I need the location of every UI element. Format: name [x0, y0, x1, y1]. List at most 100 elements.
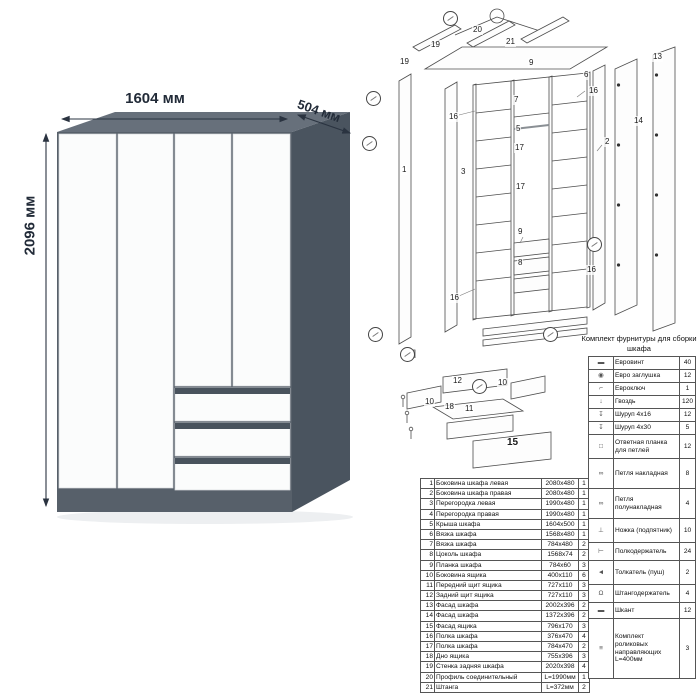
dowel-icon: ▬ [597, 606, 605, 614]
part-number: 4 [429, 510, 433, 518]
hardware-row: ⊥ Ножка (подпятник) 10 [589, 519, 695, 543]
hardware-name: Шуруп 4х16 [613, 409, 679, 421]
hardware-name: Штангодержатель [613, 585, 679, 602]
hardware-name: Ответная планка для петлей [613, 435, 679, 458]
part-size: 784х470 [541, 642, 578, 652]
part-number: 3 [429, 500, 433, 508]
part-name: Штанга [434, 682, 541, 692]
part-quantity: 1 [578, 672, 589, 682]
screw-icon: ↧ [598, 424, 604, 432]
part-quantity: 1 [578, 479, 589, 489]
height-dimension-label: 2096 мм [21, 195, 39, 256]
parts-list-row: 16 Полка шкафа 376х470 4 [421, 631, 589, 642]
parts-list-row: 2 Боковина шкафа правая 2080х480 1 [421, 489, 589, 500]
part-name: Профиль соединительный [434, 672, 541, 682]
nail-icon: ↓ [599, 398, 603, 406]
part-size: 1568х480 [541, 529, 578, 540]
part-size: 1372х396 [541, 611, 578, 621]
part-quantity: 3 [578, 621, 589, 631]
hardware-row: ⊢ Полкодержатель 24 [589, 543, 695, 561]
part-number: 17 [425, 643, 433, 650]
part-size: 784х60 [541, 560, 578, 570]
part-quantity: 1 [578, 489, 589, 499]
part-size: 376х470 [541, 631, 578, 641]
part-name: Планка шкафа [434, 560, 541, 570]
part-name: Перегородка левая [434, 499, 541, 509]
part-number: 10 [425, 571, 433, 579]
hardware-row: ∞ Петля полунакладная 4 [589, 489, 695, 519]
hardware-kit-table: ▬ Евровинт 40 ◉ Евро заглушка 12 ⌐ Еврок… [588, 356, 696, 679]
part-quantity: 3 [578, 560, 589, 570]
part-name: Задний щит ящика [434, 591, 541, 601]
hardware-row: ↧ Шуруп 4х30 5 [589, 422, 695, 435]
part-number: 13 [425, 602, 433, 610]
hardware-quantity: 2 [679, 561, 695, 584]
part-number: 8 [429, 551, 433, 559]
exploded-assembly-diagram [398, 8, 676, 469]
part-name: Полка шкафа [434, 631, 541, 641]
part-name: Вязка шкафа [434, 529, 541, 540]
hardware-row: ≡ Комплект роликовых направляющих L=400м… [589, 619, 695, 679]
part-quantity: 2 [578, 540, 589, 550]
hex-key-icon: ⌐ [599, 385, 603, 393]
part-number: 15 [425, 622, 433, 630]
part-name: Фасад шкафа [434, 601, 541, 611]
part-size: 1604х500 [541, 519, 578, 529]
part-name: Фасад шкафа [434, 611, 541, 621]
parts-list-row: 3 Перегородка левая 1990х480 1 [421, 499, 589, 510]
part-name: Цоколь шкафа [434, 550, 541, 560]
parts-list-row: 14 Фасад шкафа 1372х396 2 [421, 611, 589, 622]
shelf-pin-icon: ⊢ [598, 547, 604, 555]
parts-list-row: 10 Боковина ящика 400х110 6 [421, 570, 589, 581]
part-quantity: 1 [578, 509, 589, 519]
part-quantity: 1 [578, 529, 589, 540]
hardware-row: ▬ Евровинт 40 [589, 357, 695, 370]
hardware-row: □ Ответная планка для петлей 12 [589, 435, 695, 459]
half-overlay-hinge-icon: ∞ [598, 499, 604, 507]
part-quantity: 2 [578, 642, 589, 652]
parts-list-row: 20 Профиль соединительный L=1990мм 1 [421, 672, 589, 683]
overlay-hinge-icon: ∞ [598, 469, 604, 477]
part-number: 6 [429, 530, 433, 538]
hardware-quantity: 12 [679, 409, 695, 421]
part-size: 1990х480 [541, 509, 578, 519]
hardware-name: Гвоздь [613, 396, 679, 408]
part-quantity: 2 [578, 682, 589, 692]
part-size: 796х170 [541, 621, 578, 631]
hardware-row: ∞ Петля накладная 8 [589, 459, 695, 489]
hardware-name: Шкант [613, 603, 679, 618]
hardware-quantity: 40 [679, 357, 695, 369]
part-size: 2080х480 [541, 489, 578, 499]
hardware-quantity: 5 [679, 422, 695, 434]
parts-list-row: 9 Планка шкафа 784х60 3 [421, 560, 589, 571]
foot-icon: ⊥ [598, 526, 604, 534]
push-opener-icon: ◄ [597, 568, 605, 576]
confirmat-screw-icon: ▬ [597, 359, 605, 367]
part-size: 2080х480 [541, 479, 578, 489]
part-size: 727х110 [541, 591, 578, 601]
parts-list-row: 4 Перегородка правая 1990х480 1 [421, 509, 589, 520]
strike-plate-icon: □ [599, 442, 603, 450]
cap-icon: ◉ [598, 372, 604, 380]
hardware-quantity: 24 [679, 543, 695, 560]
parts-list-table: 1 Боковина шкафа левая 2080х480 1 2 Боко… [420, 478, 590, 693]
part-number: 11 [426, 581, 433, 589]
hardware-name: Евровинт [613, 357, 679, 369]
parts-list-row: 6 Вязка шкафа 1568х480 1 [421, 529, 589, 541]
part-quantity: 3 [578, 580, 589, 591]
part-quantity: 3 [578, 591, 589, 601]
part-quantity: 3 [578, 652, 589, 662]
roller-guides-icon: ≡ [599, 644, 603, 652]
parts-list-row: 15 Фасад ящика 796х170 3 [421, 621, 589, 632]
part-number: 14 [425, 612, 433, 620]
parts-list-row: 5 Крыша шкафа 1604х500 1 [421, 519, 589, 530]
hardware-row: ⌐ Евроключ 1 [589, 383, 695, 396]
hardware-name: Петля накладная [613, 459, 679, 488]
hardware-row: Ω Штангодержатель 4 [589, 585, 695, 603]
hardware-name: Шуруп 4х30 [613, 422, 679, 434]
hardware-quantity: 4 [679, 585, 695, 602]
part-quantity: 2 [578, 611, 589, 621]
part-name: Боковина шкафа правая [434, 489, 541, 499]
hardware-quantity: 12 [679, 370, 695, 382]
